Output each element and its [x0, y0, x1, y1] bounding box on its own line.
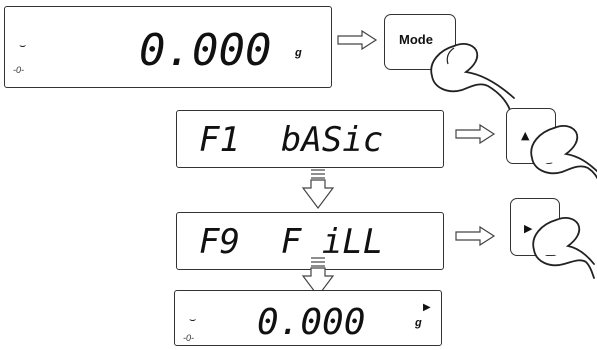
pressing-finger-1 [430, 43, 515, 111]
display-end: ⌣ -0- 0.000 g ▶ [174, 290, 442, 346]
display-f9: F9 F iLL [176, 212, 444, 270]
menu-f1-text: F1 bASic [199, 120, 384, 160]
arrow-right-3 [455, 225, 496, 247]
arrow-down-1 [301, 169, 335, 209]
pressing-finger-3 [532, 217, 595, 279]
display-f1: F1 bASic [176, 110, 444, 168]
menu-f9-text: F9 F iLL [199, 222, 384, 262]
display-unit: g [415, 317, 422, 329]
mode-key[interactable]: Mode [384, 14, 456, 70]
stability-indicator: ⌣ [19, 39, 27, 52]
stability-indicator: ⌣ [189, 313, 197, 326]
arrow-right-2 [455, 123, 496, 145]
zero-indicator: -0- [183, 333, 194, 343]
display-unit: g [295, 47, 302, 59]
zero-indicator: -0- [13, 65, 24, 75]
arrow-right-1 [337, 29, 378, 51]
display-reading: 0.000 [257, 302, 366, 343]
display-reading: 0.000 [139, 25, 272, 76]
display-start: ⌣ -0- 0.000 g [4, 6, 332, 88]
up-arrow-icon: ▲ [521, 129, 530, 142]
right-arrow-icon: ▶ [524, 222, 533, 235]
pressing-finger-2 [530, 125, 597, 183]
arrow-down-2 [301, 257, 335, 297]
unit-marker-icon: ▶ [423, 302, 431, 313]
mode-key-label: Mode [399, 32, 433, 47]
